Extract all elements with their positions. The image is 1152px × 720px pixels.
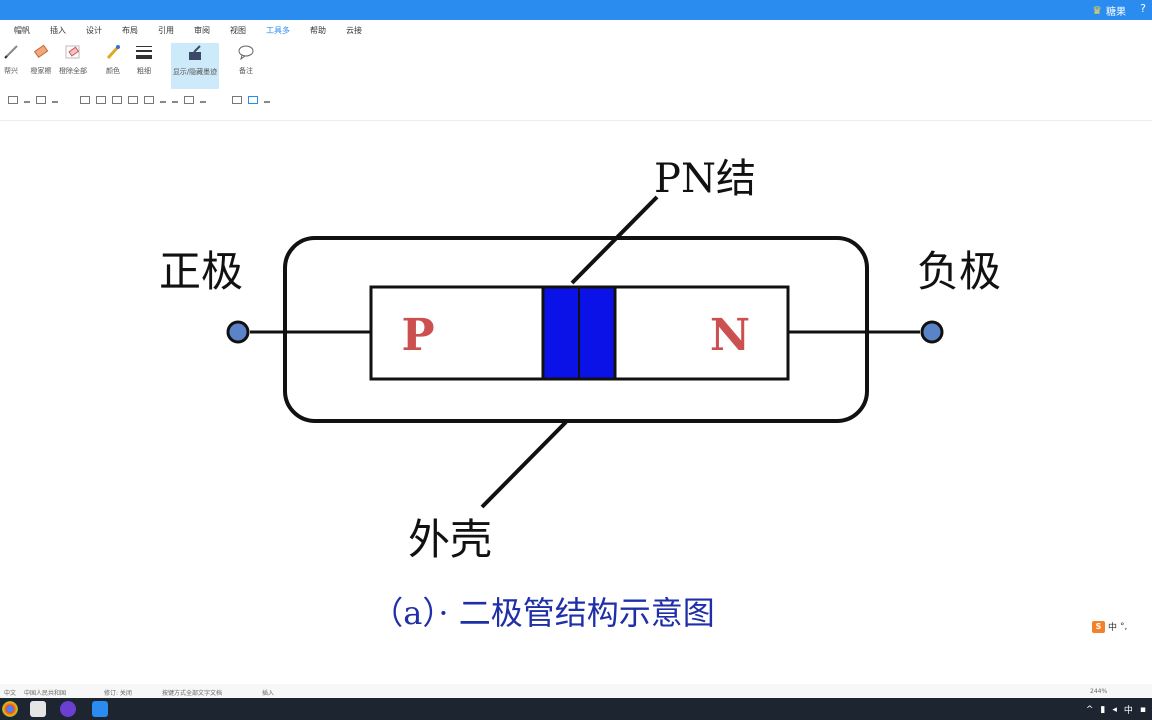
color-pen-icon <box>103 42 123 62</box>
help-button[interactable]: ? <box>1140 2 1146 15</box>
user-name: 糖果 <box>1106 7 1126 18</box>
ribbon-panel: 帮兴 橙家檫 橙除全部 颜色 粗细 显示/隐藏墨迹 备注 <box>0 40 1152 90</box>
ribbon-color-button[interactable]: 颜色 <box>96 42 130 76</box>
chart-icon[interactable] <box>160 98 166 103</box>
system-tray: ^ ▮ ◂ 中 ▪ <box>1085 703 1146 717</box>
textbox-icon[interactable] <box>128 96 138 104</box>
pn-leader-line <box>570 195 659 285</box>
volume-icon[interactable]: ◂ <box>1112 704 1117 715</box>
ribbon-label: 橙除全部 <box>59 67 87 75</box>
ribbon-eraser-button[interactable]: 橙家檫 <box>24 42 58 76</box>
negative-terminal <box>920 320 944 344</box>
symbol-icon[interactable] <box>200 98 206 103</box>
tab-1[interactable]: 插入 <box>50 26 66 35</box>
shape-icon[interactable] <box>144 96 154 104</box>
ribbon-label: 显示/隐藏墨迹 <box>172 68 218 76</box>
tab-7[interactable]: 工具多 <box>266 26 290 35</box>
status-mode[interactable]: 中国人民共和国 <box>24 690 67 697</box>
ribbon-ink-toggle-button[interactable]: 显示/隐藏墨迹 <box>171 43 219 89</box>
ribbon-label: 粗细 <box>137 67 151 75</box>
app-editor-icon[interactable] <box>92 701 108 717</box>
tab-5[interactable]: 审阅 <box>194 26 210 35</box>
crown-icon: ♛ <box>1092 4 1102 17</box>
shell-label: 外壳 <box>408 515 492 564</box>
app-gear-icon[interactable] <box>30 701 46 717</box>
ink-toggle-icon <box>185 43 205 63</box>
tab-9[interactable]: 云接 <box>346 26 362 35</box>
line-weight-icon <box>134 42 154 62</box>
ribbon-comment-button[interactable]: 备注 <box>229 42 263 76</box>
dropdown-icon[interactable] <box>24 98 30 103</box>
ribbon-weight-button[interactable]: 粗细 <box>127 42 161 76</box>
chrome-icon[interactable] <box>2 701 18 717</box>
header-icon[interactable] <box>184 96 194 104</box>
ribbon-tabs: 帽帆 插入 设计 布局 引用 审阅 视图 工具多 帮助 云接 <box>0 22 1152 40</box>
pn-junction-label: PN结 <box>654 156 756 202</box>
taskbar: ^ ▮ ◂ 中 ▪ <box>0 698 1152 720</box>
tab-6[interactable]: 视图 <box>230 26 246 35</box>
network-icon[interactable]: ▮ <box>1100 704 1106 715</box>
n-region-label: N <box>710 310 750 361</box>
ribbon-label: 帮兴 <box>4 67 18 75</box>
zoom-level[interactable]: 244% <box>1090 688 1108 695</box>
eraser-icon <box>31 42 51 62</box>
tab-2[interactable]: 设计 <box>86 26 102 35</box>
user-account[interactable]: ♛ 糖果 <box>1092 3 1126 18</box>
print-icon[interactable] <box>36 96 46 104</box>
sogou-logo-icon: S <box>1092 620 1105 633</box>
ime-punct-icon: °, <box>1120 621 1128 632</box>
quick-toolbar <box>8 94 270 106</box>
figure-caption: （a）· 二极管结构示意图 <box>371 594 714 632</box>
status-tip: 按键方式全部文字文档 <box>162 690 223 697</box>
screenshot-icon[interactable] <box>112 96 122 104</box>
tab-4[interactable]: 引用 <box>158 26 174 35</box>
layout-icon[interactable] <box>232 96 242 104</box>
cursor-icon[interactable] <box>52 98 58 103</box>
tab-0[interactable]: 帽帆 <box>14 26 30 35</box>
shell-outline <box>283 236 869 423</box>
positive-terminal <box>226 320 250 344</box>
negative-label: 负极 <box>917 247 1001 296</box>
ribbon-label: 备注 <box>239 67 253 75</box>
pen-icon <box>1 42 21 62</box>
positive-label: 正极 <box>159 247 243 296</box>
chevron-up-icon[interactable]: ^ <box>1085 704 1094 715</box>
status-insert[interactable]: 插入 <box>262 690 275 697</box>
diode-diagram: P N PN结 正极 负极 外壳 （a）· 二极管结构示意图 <box>159 156 1001 632</box>
save-icon[interactable] <box>8 96 18 104</box>
app-moon-icon[interactable] <box>60 701 76 717</box>
tray-lang[interactable]: 中 <box>1123 706 1133 716</box>
ruler <box>0 110 1152 121</box>
image-icon[interactable] <box>96 96 106 104</box>
title-bar: ♛ 糖果 ? <box>0 0 1152 20</box>
status-track[interactable]: 修订: 关闭 <box>104 690 132 697</box>
eraser-all-icon <box>63 42 83 62</box>
comment-icon <box>236 42 256 62</box>
link-icon[interactable] <box>172 98 178 103</box>
status-bar: 中文 中国人民共和国 修订: 关闭 按键方式全部文字文档 插入 244% <box>0 684 1152 698</box>
status-lang[interactable]: 中文 <box>4 690 17 697</box>
ime-lang: 中 <box>1108 623 1118 633</box>
table-icon[interactable] <box>80 96 90 104</box>
notification-icon[interactable]: ▪ <box>1139 704 1146 715</box>
ribbon-label: 橙家檫 <box>30 67 52 75</box>
ribbon-pen-button[interactable]: 帮兴 <box>0 42 28 76</box>
tab-3[interactable]: 布局 <box>122 26 138 35</box>
tab-8[interactable]: 帮助 <box>310 26 326 35</box>
p-region-label: P <box>401 310 434 361</box>
ribbon-label: 颜色 <box>106 67 120 75</box>
more-icon[interactable] <box>264 98 270 103</box>
shell-leader-line <box>480 420 568 509</box>
ribbon-eraser-all-button[interactable]: 橙除全部 <box>56 42 90 76</box>
ime-indicator[interactable]: S 中 °, <box>1092 620 1127 633</box>
frame-icon[interactable] <box>248 96 258 104</box>
